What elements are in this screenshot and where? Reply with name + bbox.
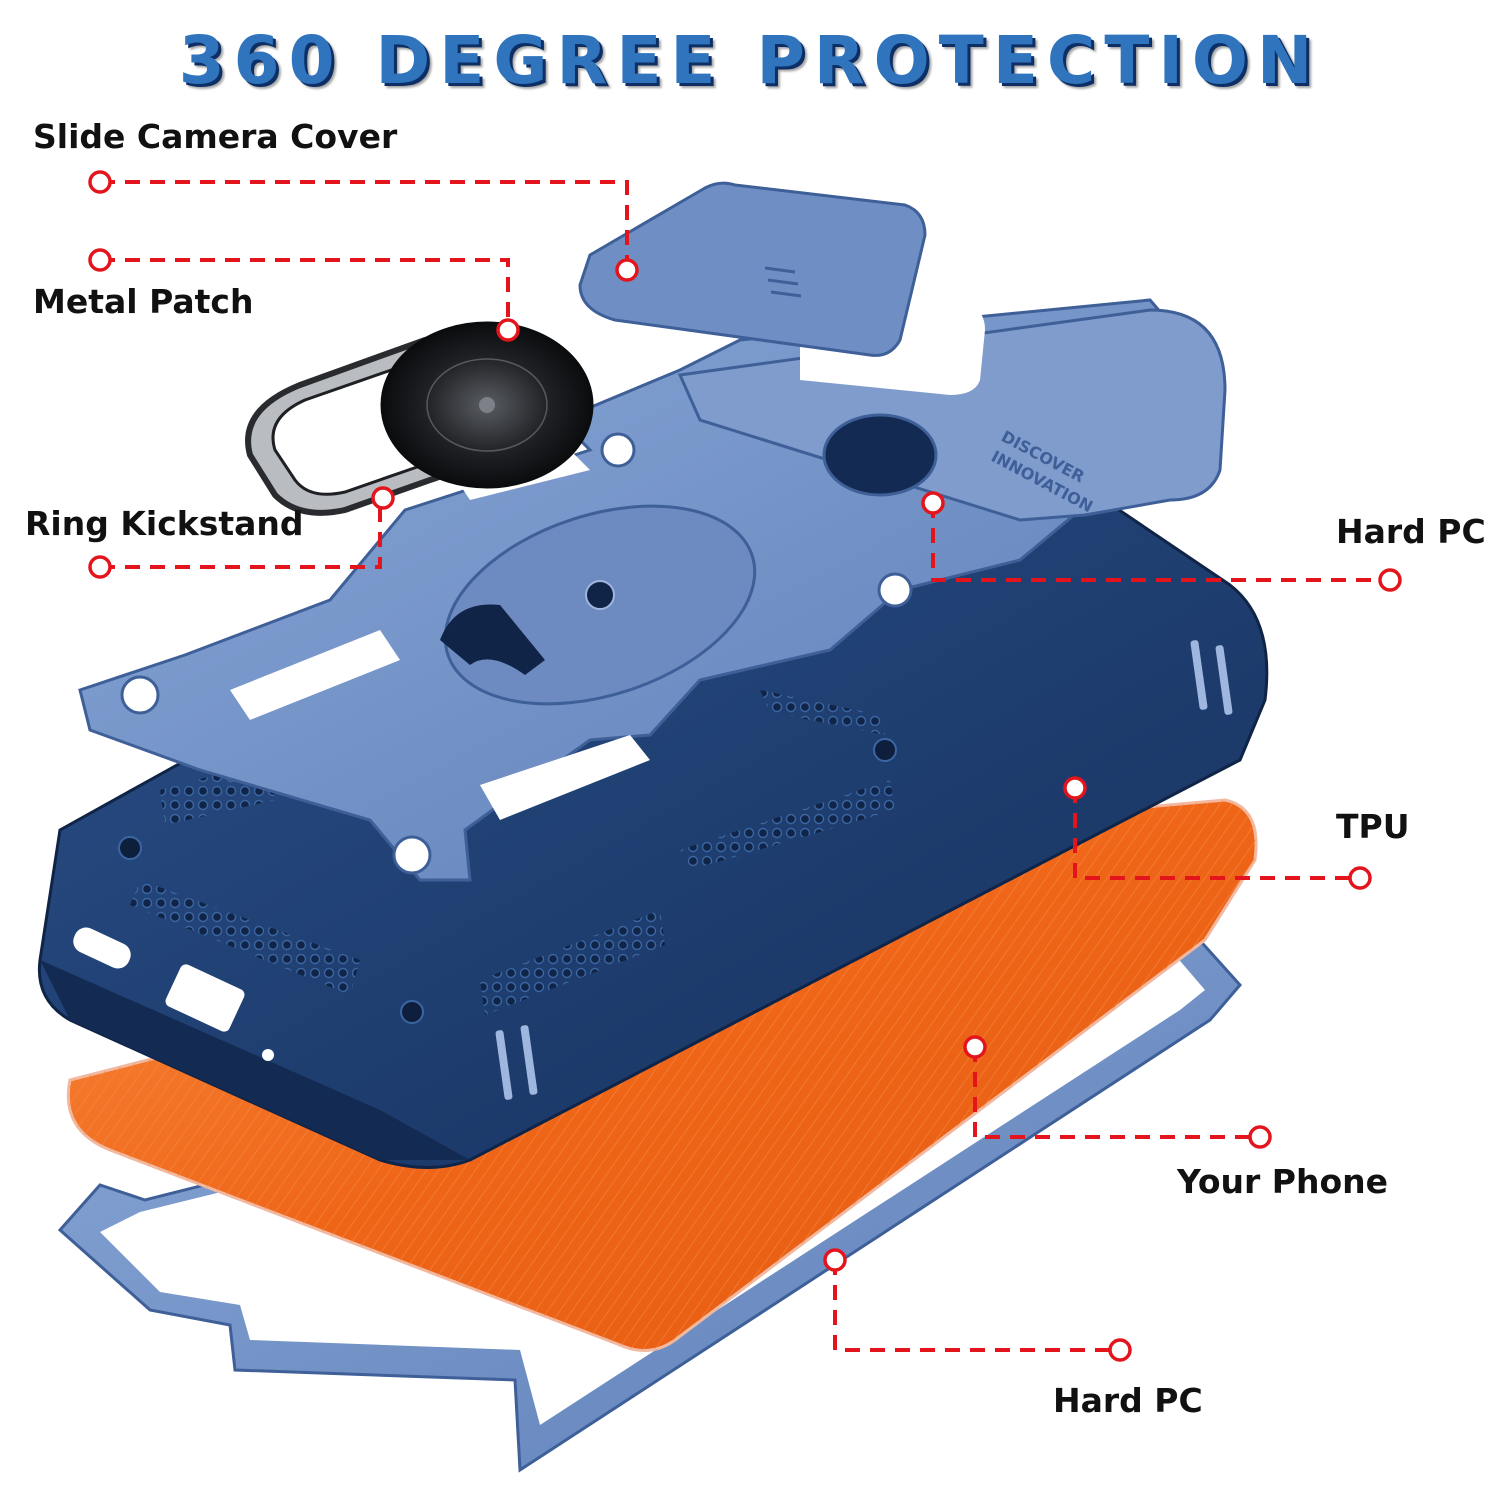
- phone-back: [66, 798, 1258, 1352]
- label-slide-camera-cover: Slide Camera Cover: [33, 117, 398, 156]
- callout-ring-kickstand: [100, 498, 382, 569]
- ring-mount-slot: [440, 604, 545, 675]
- grip-texture-bottom: [480, 910, 665, 1015]
- callout-metal-patch: [100, 258, 510, 330]
- grip-texture-left: [130, 880, 360, 995]
- callout-dot: [1348, 866, 1372, 890]
- callout-tpu: [1073, 788, 1360, 880]
- label-tpu: TPU: [1336, 807, 1410, 846]
- bumper-ridge: [520, 1025, 538, 1095]
- ring-kickstand: [245, 321, 594, 516]
- screw-icon: [118, 836, 142, 860]
- grip-texture-right: [680, 780, 895, 870]
- callout-lines: [100, 180, 1390, 1352]
- callout-dots: [88, 170, 1402, 1362]
- callout-your-phone: [973, 1047, 1260, 1139]
- label-metal-patch: Metal Patch: [33, 282, 254, 321]
- callout-hard-pc-top: [931, 503, 1390, 582]
- ring-mount-center: [585, 580, 615, 610]
- callout-dot: [88, 170, 112, 194]
- port-cutout: [73, 927, 131, 969]
- callout-dot: [1378, 568, 1402, 592]
- callout-dot: [921, 491, 945, 515]
- callout-dot: [823, 1248, 847, 1272]
- callout-dot: [496, 318, 520, 342]
- label-hard-pc-bottom: Hard PC: [1053, 1381, 1203, 1420]
- callout-dot: [615, 258, 639, 282]
- camera-ring: [822, 413, 938, 497]
- bumper-ridge: [1190, 640, 1208, 710]
- port-cutout: [165, 964, 245, 1032]
- label-your-phone: Your Phone: [1177, 1162, 1389, 1201]
- callout-dot: [88, 555, 112, 579]
- callout-dot: [88, 248, 112, 272]
- screw-icon: [873, 738, 897, 762]
- bumper-ridge: [1215, 645, 1233, 715]
- callout-dot: [963, 1035, 987, 1059]
- callout-hard-pc-bottom: [833, 1260, 1120, 1352]
- port-cutout: [262, 1049, 274, 1061]
- grip-texture-top: [760, 690, 885, 735]
- label-hard-pc-top: Hard PC: [1336, 512, 1486, 551]
- callout-dot: [1108, 1338, 1132, 1362]
- callout-slide-camera-cover: [100, 180, 629, 270]
- frame-hole: [600, 432, 636, 468]
- screw-icon: [400, 1000, 424, 1024]
- callout-dot: [1063, 776, 1087, 800]
- frame-hole: [877, 572, 913, 608]
- frame-hole: [392, 835, 432, 875]
- slide-grip-icon: [764, 266, 802, 298]
- label-ring-kickstand: Ring Kickstand: [25, 504, 304, 543]
- callout-dot: [1248, 1125, 1272, 1149]
- callout-dot: [371, 486, 395, 510]
- bumper-ridge: [495, 1030, 513, 1100]
- frame-hole: [120, 675, 160, 715]
- slide-camera-cover: [578, 181, 927, 357]
- page-title: 360 DEGREE PROTECTION: [178, 22, 1322, 99]
